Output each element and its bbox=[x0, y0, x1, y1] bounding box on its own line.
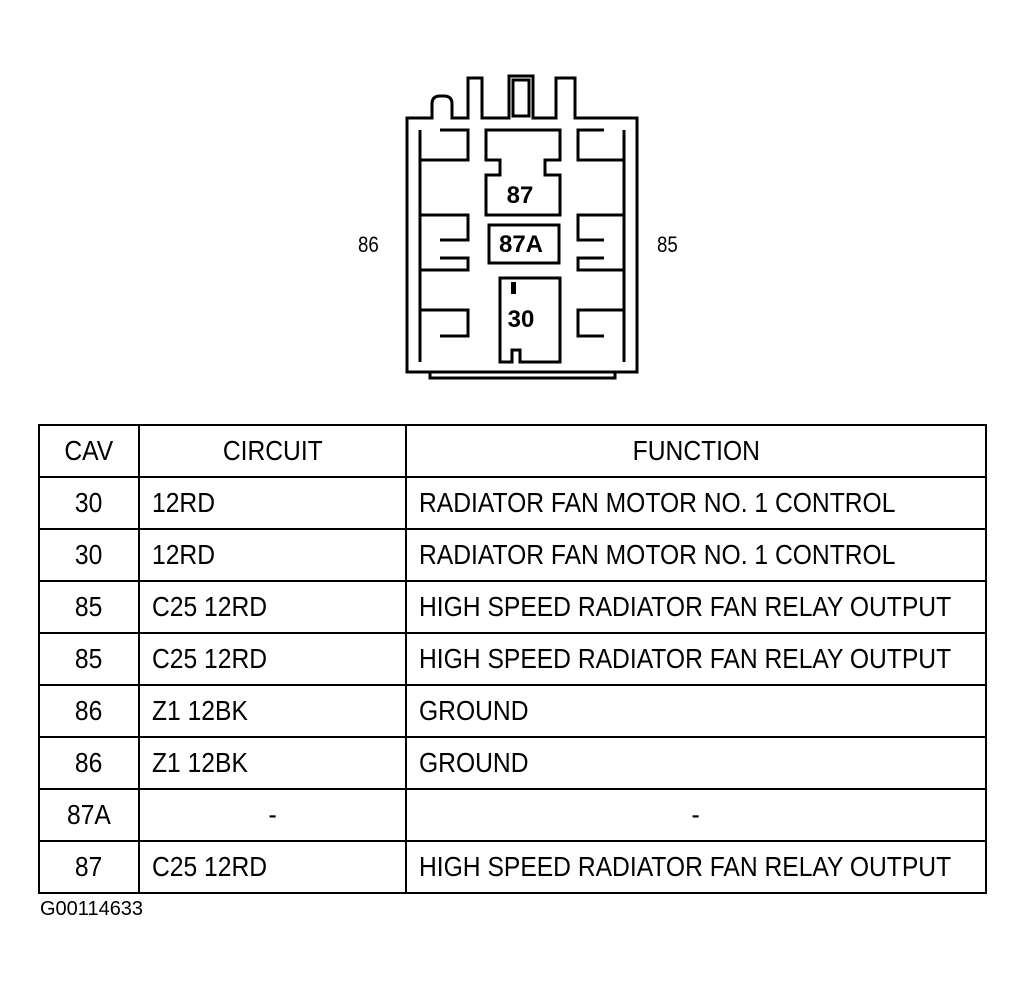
circuit-cell: 12RD bbox=[138, 476, 407, 530]
table-row: 86 Z1 12BK GROUND bbox=[38, 736, 987, 790]
cavity-label-87: 87 bbox=[507, 182, 534, 209]
function-cell: GROUND bbox=[405, 684, 987, 738]
function-cell: GROUND bbox=[405, 736, 987, 790]
table-row: 85 C25 12RD HIGH SPEED RADIATOR FAN RELA… bbox=[38, 632, 987, 686]
housing-flange bbox=[428, 372, 617, 380]
function-cell: RADIATOR FAN MOTOR NO. 1 CONTROL bbox=[405, 528, 987, 582]
function-cell: HIGH SPEED RADIATOR FAN RELAY OUTPUT bbox=[405, 580, 987, 634]
table-row: 87A - - bbox=[38, 788, 987, 842]
right-clip bbox=[576, 128, 624, 162]
cavity-30 bbox=[498, 276, 562, 364]
table-row: 86 Z1 12BK GROUND bbox=[38, 684, 987, 738]
housing-latch bbox=[511, 78, 531, 118]
cavity-label-87a: 87A bbox=[499, 231, 543, 258]
cav-cell: 87A bbox=[38, 788, 140, 842]
circuit-cell: C25 12RD bbox=[138, 580, 407, 634]
header-cav: CAV bbox=[38, 424, 140, 478]
left-clip bbox=[420, 308, 470, 338]
cav-cell: 30 bbox=[38, 528, 140, 582]
function-cell: - bbox=[405, 788, 987, 842]
cav-cell: 85 bbox=[38, 580, 140, 634]
right-clip bbox=[576, 308, 624, 338]
left-clip bbox=[420, 256, 470, 272]
function-cell: HIGH SPEED RADIATOR FAN RELAY OUTPUT bbox=[405, 840, 987, 894]
circuit-cell: Z1 12BK bbox=[138, 736, 407, 790]
function-cell: RADIATOR FAN MOTOR NO. 1 CONTROL bbox=[405, 476, 987, 530]
circuit-cell: C25 12RD bbox=[138, 632, 407, 686]
cavity-label-30: 30 bbox=[508, 306, 535, 333]
relay-connector-diagram: 87 87A 30 bbox=[405, 74, 639, 380]
table-row: 85 C25 12RD HIGH SPEED RADIATOR FAN RELA… bbox=[38, 580, 987, 634]
table-row: 30 12RD RADIATOR FAN MOTOR NO. 1 CONTROL bbox=[38, 476, 987, 530]
connector-housing bbox=[405, 74, 639, 374]
cav-cell: 87 bbox=[38, 840, 140, 894]
table-header-row: CAV CIRCUIT FUNCTION bbox=[38, 424, 987, 478]
circuit-cell: C25 12RD bbox=[138, 840, 407, 894]
header-function: FUNCTION bbox=[405, 424, 987, 478]
cav-cell: 30 bbox=[38, 476, 140, 530]
cav-cell: 85 bbox=[38, 632, 140, 686]
function-cell: HIGH SPEED RADIATOR FAN RELAY OUTPUT bbox=[405, 632, 987, 686]
left-clip bbox=[420, 213, 470, 242]
header-circuit: CIRCUIT bbox=[138, 424, 407, 478]
left-clip bbox=[420, 128, 470, 162]
cavity-87 bbox=[484, 128, 562, 217]
table-row: 30 12RD RADIATOR FAN MOTOR NO. 1 CONTROL bbox=[38, 528, 987, 582]
figure-id: G00114633 bbox=[40, 898, 144, 920]
circuit-cell: 12RD bbox=[138, 528, 407, 582]
cav-cell: 86 bbox=[38, 684, 140, 738]
right-clip bbox=[576, 256, 624, 272]
cavity-87a bbox=[487, 223, 561, 265]
right-terminal-label: 85 bbox=[657, 232, 678, 257]
circuit-cell: Z1 12BK bbox=[138, 684, 407, 738]
table-row: 87 C25 12RD HIGH SPEED RADIATOR FAN RELA… bbox=[38, 840, 987, 894]
right-clip bbox=[576, 213, 624, 242]
circuit-cell: - bbox=[138, 788, 407, 842]
cav-cell: 86 bbox=[38, 736, 140, 790]
left-terminal-label: 86 bbox=[358, 232, 379, 257]
cavity-30-key bbox=[511, 282, 516, 294]
connector-pin-table: CAV CIRCUIT FUNCTION 30 12RD RADIATOR FA… bbox=[38, 424, 987, 894]
